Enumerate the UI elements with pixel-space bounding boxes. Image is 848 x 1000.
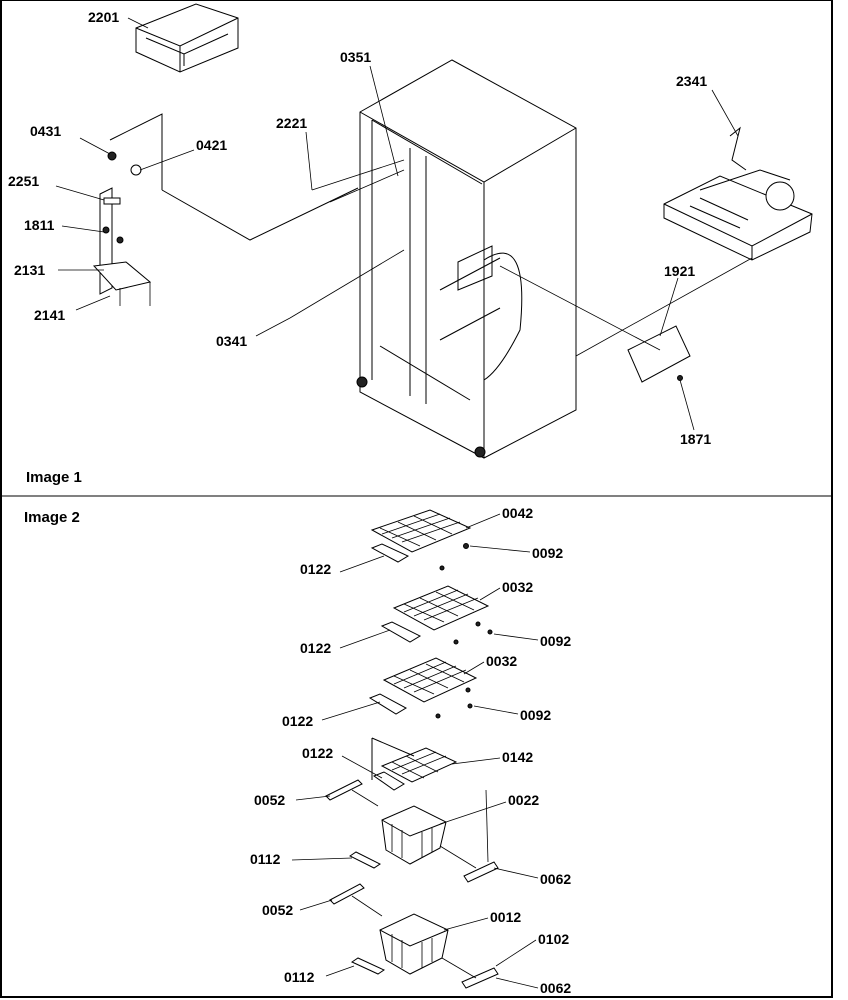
basket-upper-drawing [325,779,499,883]
label-0052-a: 0052 [254,792,285,808]
label-0062-b: 0062 [540,980,571,996]
label-0092-c: 0092 [520,707,551,723]
label-0062-a: 0062 [540,871,571,887]
shelf-0042-drawing [370,509,472,571]
label-0102: 0102 [538,931,569,947]
label-2131: 2131 [14,262,45,278]
caption-image2: Image 2 [24,509,80,526]
label-2221: 2221 [276,115,307,131]
label-0032-a: 0032 [502,579,533,595]
label-0032-b: 0032 [486,653,517,669]
label-0122-b: 0122 [300,640,331,656]
compressor-assembly-drawing [663,126,813,261]
label-0421: 0421 [196,137,227,153]
refrigerator-cabinet-drawing [289,59,577,459]
label-1871: 1871 [680,431,711,447]
crisper-drawer-drawing [135,3,239,73]
label-0012: 0012 [490,909,521,925]
label-1811: 1811 [24,217,55,233]
caption-image1: Image 1 [26,469,82,486]
image1-leaders [55,17,739,431]
label-0022: 0022 [508,792,539,808]
label-2201: 2201 [88,9,119,25]
label-0431: 0431 [30,123,61,139]
label-0112-b: 0112 [284,969,315,985]
label-2141: 2141 [34,307,65,323]
label-2251: 2251 [8,173,39,189]
shelf-0142-drawing [371,737,458,791]
label-0042: 0042 [502,505,533,521]
image2-labels: 0042 0092 0122 0032 0092 0122 0032 0092 … [250,505,571,996]
label-0052-b: 0052 [262,902,293,918]
label-0112-a: 0112 [250,851,281,867]
label-0351: 0351 [340,49,371,65]
shelf-0032b-drawing [368,657,478,719]
image2-leaders [291,513,539,989]
label-0122-a: 0122 [300,561,331,577]
shelf-0032a-drawing [380,585,493,645]
label-2341: 2341 [676,73,707,89]
label-0122-c: 0122 [282,713,313,729]
label-0092-a: 0092 [532,545,563,561]
label-0092-b: 0092 [540,633,571,649]
label-0341: 0341 [216,333,247,349]
image1-labels: 2201 0351 2341 0431 0421 2221 2251 1811 … [8,9,711,447]
basket-lower-drawing [329,883,499,989]
label-1921: 1921 [664,263,695,279]
label-0122-d: 0122 [302,745,333,761]
cover-panel-drawing [499,257,753,383]
label-0142: 0142 [502,749,533,765]
